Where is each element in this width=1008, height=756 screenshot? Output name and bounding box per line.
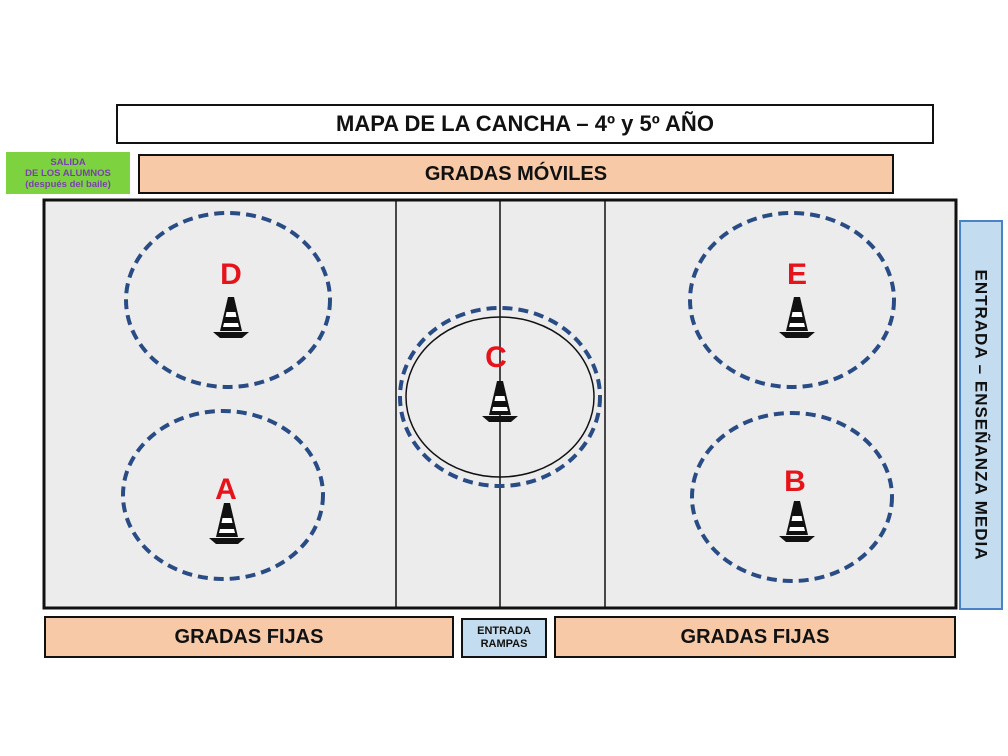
station-e: E — [688, 211, 896, 389]
station-c-label: C — [485, 341, 507, 374]
side-entrance-label: ENTRADA – ENSEÑANZA MEDIA — [972, 269, 992, 561]
secondary-school-entrance: ENTRADA – ENSEÑANZA MEDIA — [959, 220, 1003, 610]
fixed-stands-right: GRADAS FIJAS — [554, 616, 956, 658]
student-exit-label: SALIDA DE LOS ALUMNOS (después del baile… — [6, 152, 130, 194]
exit-line-1: SALIDA — [50, 156, 86, 168]
station-b-ring — [690, 411, 894, 583]
station-e-label: E — [787, 258, 807, 291]
station-d: D — [124, 211, 332, 389]
station-b: B — [690, 411, 894, 583]
station-b-label: B — [784, 465, 806, 498]
station-d-label: D — [220, 258, 242, 291]
ramps-line-1: ENTRADA — [477, 625, 531, 637]
station-a-ring — [121, 409, 325, 581]
ramps-line-2: RAMPAS — [480, 638, 528, 650]
station-c: C — [398, 306, 602, 488]
exit-line-2: DE LOS ALUMNOS — [25, 167, 111, 179]
ramps-entrance: ENTRADA RAMPAS — [461, 618, 547, 658]
station-e-ring — [688, 211, 896, 389]
center-circle — [405, 316, 595, 478]
fixed-stands-left: GRADAS FIJAS — [44, 616, 454, 658]
station-a: A — [121, 409, 325, 581]
station-a-label: A — [215, 473, 237, 506]
station-c-ring — [398, 306, 602, 488]
map-title: MAPA DE LA CANCHA – 4º y 5º AÑO — [116, 104, 934, 144]
station-d-ring — [124, 211, 332, 389]
exit-line-3: (después del baile) — [25, 178, 111, 190]
mobile-stands: GRADAS MÓVILES — [138, 154, 894, 194]
